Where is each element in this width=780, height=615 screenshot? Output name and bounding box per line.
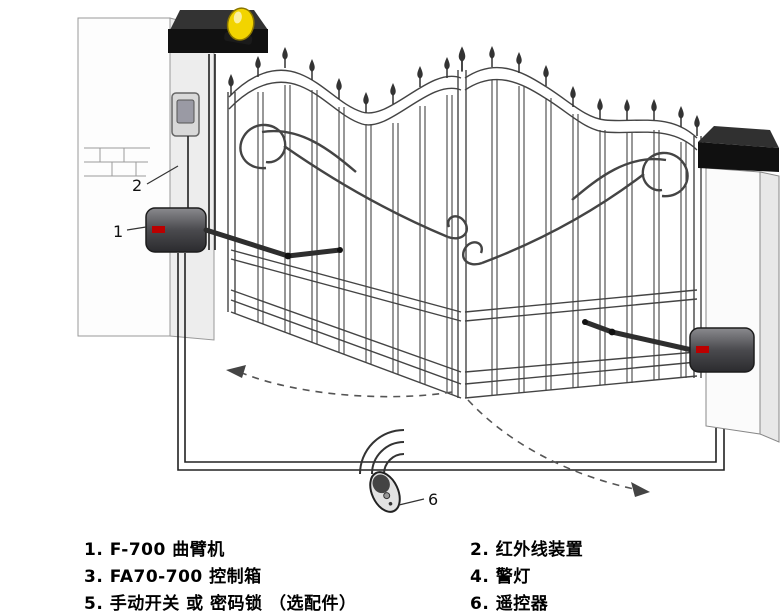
motor-left <box>145 207 343 260</box>
gate-top-rail-right <box>464 66 698 139</box>
gate-bars-right <box>491 80 687 395</box>
gate-finials <box>227 45 701 137</box>
callout-2: 2 <box>132 176 142 195</box>
gate-bottom-rail-left <box>230 289 462 399</box>
gate-mid-rail-right <box>464 289 698 322</box>
motor-right-arm <box>582 319 695 353</box>
legend-item-2: 2. 红外线装置 <box>470 540 584 560</box>
gate-scroll-left <box>239 123 469 240</box>
gate-system-diagram: 1 2 6 <box>77 7 780 513</box>
gate-bars-left <box>257 85 453 395</box>
remote-signal-waves-icon <box>359 429 405 475</box>
gate-bottom-rail-right <box>464 351 698 399</box>
callout-6: 6 <box>428 490 438 509</box>
gate-stile-left <box>227 92 236 314</box>
gate-scroll-right <box>461 151 689 266</box>
gate-top-rail-left <box>228 69 462 114</box>
callout-1: 1 <box>113 222 123 241</box>
motor-left-arm <box>203 227 343 260</box>
motor-right <box>582 319 755 373</box>
legend-item-4: 4. 警灯 <box>470 567 531 587</box>
wiring <box>177 54 725 471</box>
swing-arrow-left <box>241 372 453 398</box>
remote-control <box>369 471 401 513</box>
left-pillar <box>77 17 215 341</box>
brick-pattern <box>84 147 150 177</box>
callouts: 1 2 6 <box>113 165 438 509</box>
gate-mid-rail-left <box>230 249 462 322</box>
infrared-sensor <box>171 92 200 137</box>
legend: 1. F-700 曲臂机 2. 红外线装置 3. FA70-700 控制箱 4.… <box>84 534 774 615</box>
gate <box>227 66 702 399</box>
legend-item-5: 5. 手动开关 或 密码锁 （选配件） <box>84 594 357 614</box>
warning-lamp <box>224 7 255 45</box>
legend-item-3: 3. FA70-700 控制箱 <box>84 567 262 587</box>
legend-item-1: 1. F-700 曲臂机 <box>84 540 225 560</box>
right-pillar-cap <box>698 126 779 172</box>
legend-item-6: 6. 遥控器 <box>470 594 549 614</box>
right-pillar <box>698 126 780 443</box>
swing-arrow-right <box>467 399 635 490</box>
swing-arrows <box>226 365 650 497</box>
